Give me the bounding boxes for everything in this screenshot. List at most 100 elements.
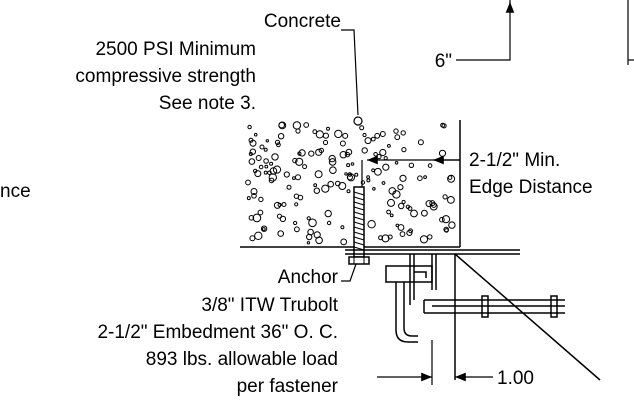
aggregate-stone <box>252 213 262 223</box>
aggregate-stone <box>394 134 401 141</box>
aggregate-stone <box>399 231 406 238</box>
aggregate-stone <box>253 132 258 137</box>
aggregate-stone <box>393 128 399 134</box>
aggregate-stone <box>326 220 332 226</box>
aggregate-stone <box>423 175 428 180</box>
aggregate-stone <box>258 164 264 170</box>
aggregate-stone <box>313 183 318 188</box>
aggregate-stone <box>397 224 405 231</box>
anchor-leader <box>341 263 357 282</box>
aggregate-stone <box>306 233 313 241</box>
aggregate-stone <box>373 152 378 157</box>
aggregate-stone <box>327 180 335 188</box>
aggregate-stone <box>293 220 298 226</box>
aggregate-stone <box>314 170 323 179</box>
aggregate-stone <box>379 131 386 137</box>
aggregate-stone <box>427 163 433 168</box>
aggregate-stone <box>269 161 274 166</box>
aggregate-stone <box>338 182 347 190</box>
aggregate-stone <box>417 175 423 181</box>
anchor-note-line3: 2-1/2" Embedment 36" O. C. <box>97 322 338 343</box>
mounting-bracket <box>345 249 601 381</box>
aggregate-stone <box>339 140 346 147</box>
aggregate-stone <box>264 164 269 169</box>
aggregate-stone <box>392 190 401 199</box>
anchor-note-line1: Anchor <box>278 267 339 288</box>
aggregate-stone <box>394 161 399 165</box>
aggregate-stone <box>342 132 349 139</box>
aggregate-stone <box>259 144 265 150</box>
aggregate-stone <box>294 226 300 233</box>
aggregate-stone <box>366 175 371 180</box>
aggregate-stone <box>326 126 330 131</box>
aggregate-stone <box>315 130 324 139</box>
aggregate-stone <box>438 149 447 157</box>
aggregate-stone <box>328 158 337 166</box>
aggregate-stone <box>261 227 266 231</box>
anchor-bolt <box>348 186 370 265</box>
aggregate-stone <box>388 187 397 195</box>
aggregate-stone <box>279 215 287 223</box>
dimension-top-label: 6" <box>435 51 452 72</box>
aggregate-stone <box>249 148 257 155</box>
aggregate-stone <box>292 157 298 164</box>
aggregate-stone <box>378 235 384 241</box>
aggregate-stone <box>387 144 391 148</box>
aggregate-stone <box>383 156 388 161</box>
aggregate-stone <box>263 158 269 164</box>
aggregate-stone <box>448 221 456 229</box>
concrete-note-line1: Concrete <box>264 11 341 32</box>
aggregate-stone <box>324 209 332 218</box>
aggregate-stone <box>267 170 272 176</box>
aggregate-stone <box>260 225 268 232</box>
aggregate-stone <box>297 194 304 201</box>
aggregate-stone <box>322 132 329 139</box>
aggregate-stone <box>447 174 456 183</box>
aggregate-stone <box>340 225 345 230</box>
concrete-note: Concrete 2500 PSI Minimum compressive st… <box>75 11 341 114</box>
aggregate-stone <box>419 235 429 244</box>
aggregate-stone <box>444 228 449 233</box>
aggregate-stone <box>286 184 292 190</box>
aggregate-stone <box>248 137 254 143</box>
aggregate-stone <box>313 187 320 194</box>
aggregate-stone <box>315 148 323 156</box>
aggregate-stone <box>379 148 387 157</box>
aggregate-stone <box>374 167 382 176</box>
aggregate-stone <box>281 202 287 207</box>
aggregate-stone <box>366 178 371 183</box>
aggregate-stone <box>247 124 252 130</box>
aggregate-stone <box>401 147 407 153</box>
aggregate-stone <box>387 198 395 207</box>
aggregate-stone <box>359 125 365 131</box>
aggregate-stone <box>382 163 390 171</box>
aggregate-stone <box>297 151 302 156</box>
aggregate-stone <box>268 173 277 182</box>
aggregate-stone <box>249 235 256 242</box>
concrete-leader <box>341 29 363 126</box>
aggregate-stone <box>273 201 281 209</box>
concrete-note-line4: See note 3. <box>159 93 256 114</box>
aggregate-stone <box>251 193 257 199</box>
edge-note-line2: Edge Distance <box>469 177 593 198</box>
aggregate-stone <box>248 158 256 165</box>
aggregate-stone <box>263 147 268 152</box>
edge-distance-dimension <box>361 155 460 187</box>
aggregate-stone <box>292 176 296 181</box>
dimension-bottom-label: 1.00 <box>497 368 534 389</box>
aggregate-stone <box>278 121 287 130</box>
aggregate-stone <box>406 229 413 236</box>
aggregate-stone <box>346 174 353 181</box>
aggregate-stone <box>427 234 433 240</box>
aggregate-stone <box>372 187 376 191</box>
aggregate-stone <box>283 171 290 178</box>
aggregate-stone <box>442 194 448 200</box>
aggregate-stone <box>339 151 347 159</box>
aggregate-stone <box>322 139 329 146</box>
aggregate-stone <box>345 148 353 156</box>
aggregate-stone <box>245 179 251 186</box>
aggregate-stone <box>398 202 405 210</box>
aggregate-stone <box>362 132 367 138</box>
left-partial-label: nce <box>0 181 31 202</box>
